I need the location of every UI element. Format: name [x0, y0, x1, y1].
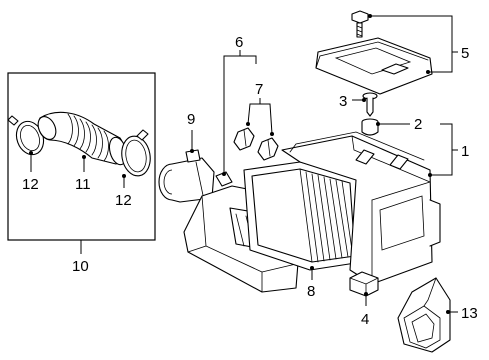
callout-6: 6 — [235, 34, 243, 51]
callout-9: 9 — [187, 111, 195, 128]
rubber-grommet — [361, 118, 410, 136]
air-cleaner-cover — [315, 37, 433, 95]
part-5-leader — [370, 15, 453, 73]
callout-12-left: 12 — [22, 176, 39, 193]
callout-11: 11 — [75, 176, 91, 193]
callout-3: 3 — [339, 93, 347, 110]
cover-bolt — [351, 10, 372, 38]
callout-8: 8 — [307, 283, 315, 300]
callout-5: 5 — [461, 45, 469, 62]
callout-7: 7 — [255, 81, 263, 98]
callout-1: 1 — [461, 143, 469, 160]
right-hose-clamp — [121, 129, 151, 178]
support-bracket — [349, 271, 379, 306]
air-cleaner-lower-housing — [281, 131, 441, 285]
intake-resonator-duct — [397, 277, 458, 353]
callout-2: 2 — [414, 116, 422, 133]
part-1-leader — [430, 123, 453, 176]
intake-duct-hose — [37, 111, 128, 166]
retaining-clips — [233, 98, 279, 161]
mass-airflow-sensor — [158, 130, 215, 203]
callout-12-right: 12 — [115, 192, 132, 209]
intake-hose-inset — [7, 72, 156, 241]
callout-4: 4 — [361, 311, 369, 328]
callout-10: 10 — [72, 258, 89, 275]
part-6-leader — [223, 55, 257, 174]
callout-13: 13 — [461, 305, 478, 322]
air-filter-element — [243, 161, 363, 280]
mounting-screw — [352, 92, 378, 117]
left-hose-clamp — [7, 115, 45, 156]
